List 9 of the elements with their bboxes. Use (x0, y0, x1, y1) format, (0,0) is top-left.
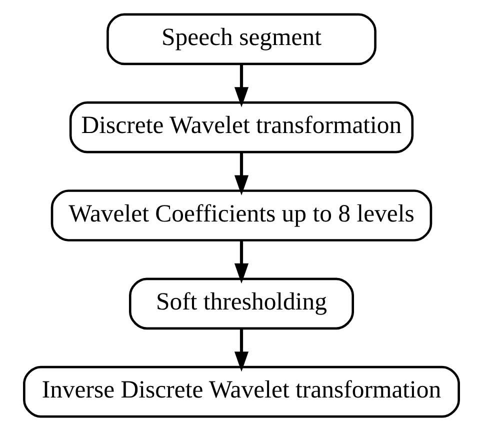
node-box: Wavelet Coefficients up to 8 levels (50, 190, 432, 242)
node-box: Speech segment (106, 13, 376, 66)
arrow (234, 64, 249, 108)
arrow (234, 152, 249, 196)
node-box: Discrete Wavelet transformation (69, 101, 414, 154)
arrow (234, 240, 249, 284)
node-box: Soft thresholding (128, 278, 354, 330)
node-box: Inverse Discrete Wavelet transformation (23, 366, 460, 418)
arrow (234, 328, 249, 372)
